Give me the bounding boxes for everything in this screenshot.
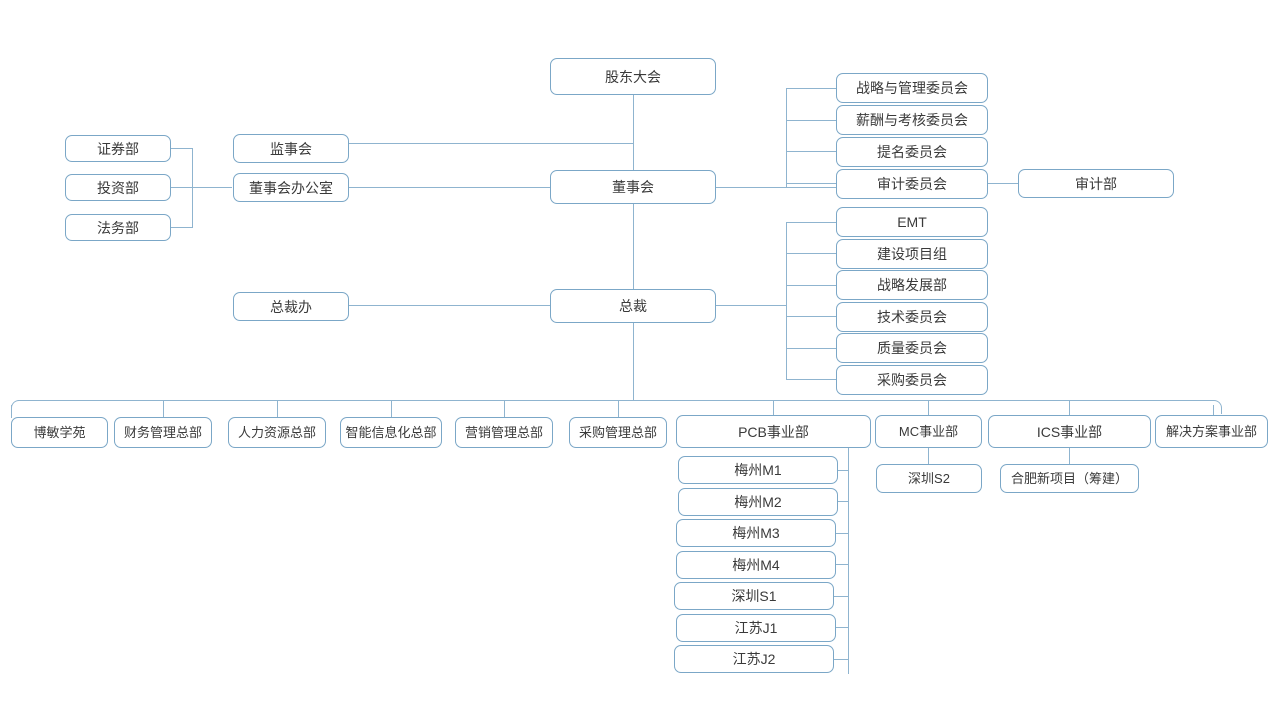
node-division-7[interactable]: MC事业部 [875,415,982,448]
connector-leftcluster-spine [192,148,193,227]
connector-auditcommittee-to-auditdept [988,183,1018,184]
connector-pres-stub-0 [786,222,836,223]
node-pcb-plant-0[interactable]: 梅州M1 [678,456,838,484]
node-president-committee-1[interactable]: 建设项目组 [836,239,988,269]
connector-committee-stub-1 [786,120,836,121]
node-board-committee-2[interactable]: 提名委员会 [836,137,988,167]
pcb-plant-stub-5 [836,627,849,628]
node-board-of-directors[interactable]: 董事会 [550,170,716,204]
division-drop-4 [504,400,505,418]
node-president[interactable]: 总裁 [550,289,716,323]
division-drop-3 [391,400,392,418]
connector-pres-stub-1 [786,253,836,254]
node-pcb-plant-6[interactable]: 江苏J2 [674,645,834,673]
node-board-committee-3[interactable]: 审计委员会 [836,169,988,199]
node-president-committee-0[interactable]: EMT [836,207,988,237]
connector-legal-stub [170,227,193,228]
pcb-plant-stub-0 [838,470,849,471]
division-drop-8 [1069,400,1070,418]
connector-president-to-committees [716,305,786,306]
node-board-committee-0[interactable]: 战略与管理委员会 [836,73,988,103]
pcb-plant-stub-3 [836,564,849,565]
connector-committee-stub-0 [786,88,836,89]
connector-board-to-committees [715,187,837,188]
node-supervisory-board[interactable]: 监事会 [233,134,349,163]
division-drop-1 [163,400,164,418]
division-bus-left-corner [11,400,20,414]
division-drop-5 [618,400,619,418]
division-drop-6 [773,400,774,418]
connector-pres-stub-3 [786,316,836,317]
node-division-5[interactable]: 采购管理总部 [569,417,667,448]
connector-pres-stub-5 [786,379,836,380]
node-shareholders-meeting[interactable]: 股东大会 [550,58,716,95]
node-board-committee-1[interactable]: 薪酬与考核委员会 [836,105,988,135]
pcb-plant-stub-1 [838,501,849,502]
division-bus-bar [18,400,1214,401]
connector-president-committee-spine [786,222,787,380]
connector-committee-stub-2 [786,151,836,152]
division-bus-right-corner [1213,400,1222,414]
node-division-1[interactable]: 财务管理总部 [114,417,212,448]
node-president-office[interactable]: 总裁办 [233,292,349,321]
node-president-committee-2[interactable]: 战略发展部 [836,270,988,300]
connector-board-to-president [633,203,634,289]
node-pcb-plant-4[interactable]: 深圳S1 [674,582,834,610]
node-division-9[interactable]: 解决方案事业部 [1155,415,1268,448]
node-board-office[interactable]: 董事会办公室 [233,173,349,202]
connector-pres-stub-2 [786,285,836,286]
node-legal-dept[interactable]: 法务部 [65,214,171,241]
pcb-plant-spine [848,446,849,674]
connector-president-to-bus [633,323,634,400]
node-pcb-plant-5[interactable]: 江苏J1 [676,614,836,642]
node-ics-plant-0[interactable]: 合肥新项目（筹建） [1000,464,1139,493]
connector-supervisory-to-spine [349,143,634,144]
node-division-4[interactable]: 营销管理总部 [455,417,553,448]
node-division-8[interactable]: ICS事业部 [988,415,1151,448]
node-audit-dept[interactable]: 审计部 [1018,169,1174,198]
connector-securities-stub [170,148,193,149]
node-pcb-plant-2[interactable]: 梅州M3 [676,519,836,547]
division-drop-9 [1213,405,1214,418]
connector-leftcluster-to-boardoffice [170,187,232,188]
mc-plant-drop-0 [928,446,929,464]
division-drop-7 [928,400,929,418]
node-division-2[interactable]: 人力资源总部 [228,417,326,448]
node-mc-plant-0[interactable]: 深圳S2 [876,464,982,493]
node-securities-dept[interactable]: 证券部 [65,135,171,162]
node-division-3[interactable]: 智能信息化总部 [340,417,442,448]
pcb-plant-stub-4 [834,596,849,597]
node-pcb-plant-3[interactable]: 梅州M4 [676,551,836,579]
node-division-6[interactable]: PCB事业部 [676,415,871,448]
connector-board-committee-spine [786,88,787,187]
pcb-plant-stub-2 [836,533,849,534]
division-drop-2 [277,400,278,418]
node-president-committee-5[interactable]: 采购委员会 [836,365,988,395]
division-drop-0 [11,405,12,418]
node-division-0[interactable]: 博敏学苑 [11,417,108,448]
node-pcb-plant-1[interactable]: 梅州M2 [678,488,838,516]
pcb-plant-stub-6 [834,659,849,660]
connector-presidentoffice-to-president [349,305,551,306]
connector-pres-stub-4 [786,348,836,349]
node-investment-dept[interactable]: 投资部 [65,174,171,201]
node-president-committee-3[interactable]: 技术委员会 [836,302,988,332]
ics-plant-drop-0 [1069,446,1070,464]
connector-committee-stub-3 [786,183,836,184]
connector-shareholders-to-board [633,95,634,172]
node-president-committee-4[interactable]: 质量委员会 [836,333,988,363]
connector-boardoffice-to-board [349,187,551,188]
